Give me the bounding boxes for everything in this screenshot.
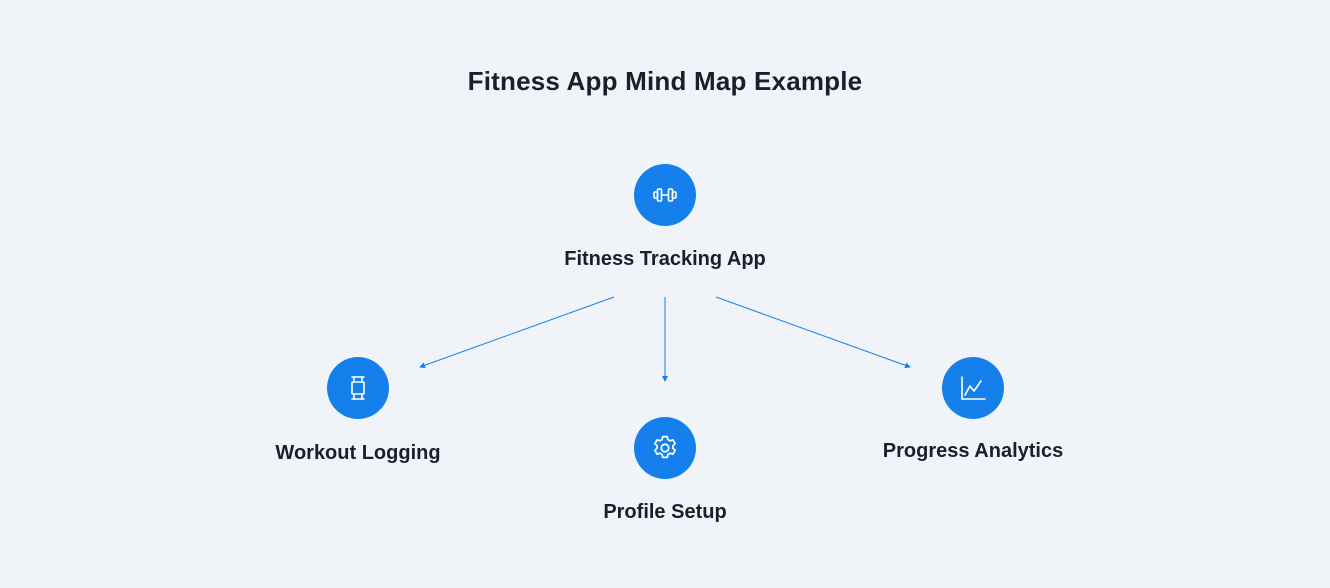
gear-icon [649,432,681,464]
node-circle [634,164,696,226]
node-label: Workout Logging [275,442,441,464]
diagram-title: Fitness App Mind Map Example [467,66,863,96]
node-circle [327,357,389,419]
node-fitness-tracking-app: Fitness Tracking App [535,164,795,271]
edge-root-workout [419,296,615,369]
node-progress-analytics: Progress Analytics [843,357,1103,463]
line-chart-icon [957,372,989,404]
node-circle [634,417,696,479]
node-workout-logging: Workout Logging [228,357,488,465]
dumbbell-icon [649,179,681,211]
node-label: Fitness Tracking App [564,248,766,270]
node-profile-setup: Profile Setup [535,417,795,524]
node-label: Progress Analytics [882,440,1064,462]
node-circle [942,357,1004,419]
edge-root-progress [715,296,911,369]
node-label: Profile Setup [603,501,727,523]
workout-log-icon [342,372,374,404]
